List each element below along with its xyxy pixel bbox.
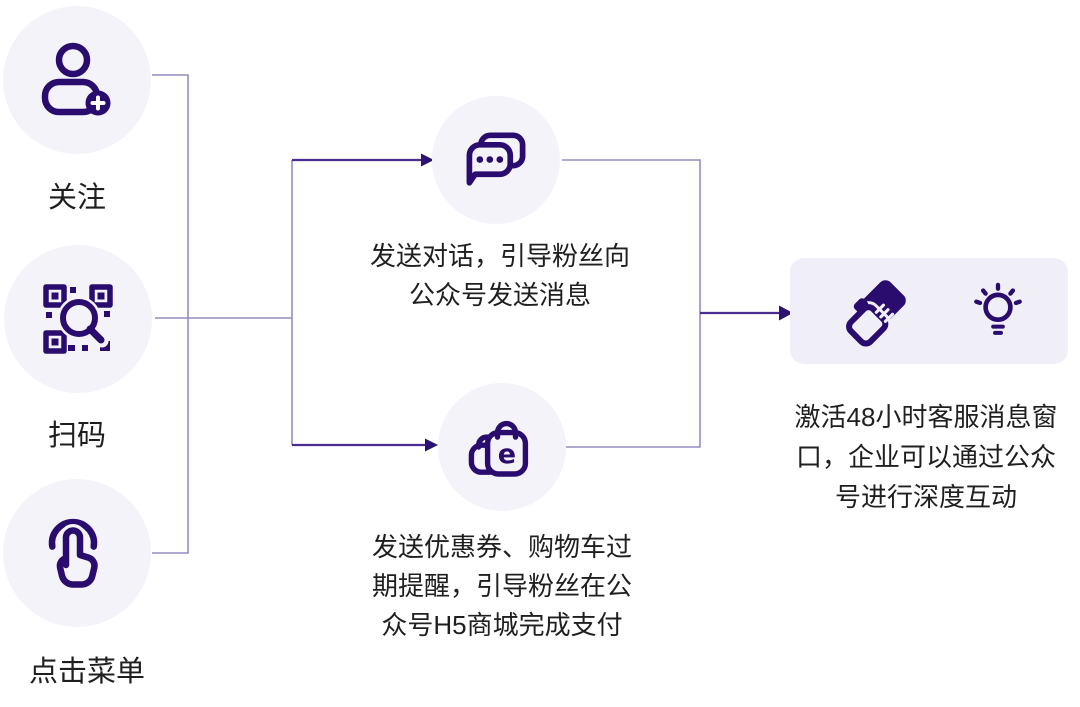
tap-icon (48, 518, 101, 592)
node-scan-label: 扫码 (47, 420, 106, 452)
result-description: 激活48小时客服消息窗 口，企业可以通过公众 号进行深度互动 (794, 402, 1058, 512)
arrow-to-panel-head (779, 305, 793, 321)
qr-scan-icon (43, 284, 113, 354)
dialog-description: 发送对话，引导粉丝向 公众号发送消息 (369, 241, 630, 310)
result-panel (790, 258, 1068, 364)
node-send-dialog (432, 96, 560, 224)
node-send-coupon: e (438, 383, 566, 511)
shopping-bags-icon: e (468, 420, 529, 477)
user-add-icon (41, 42, 111, 116)
node-click-menu (3, 479, 151, 627)
coupon-description: 发送优惠券、购物车过 期提醒，引导粉丝在公 众号H5商城完成支付 (371, 532, 632, 640)
left-bracket-line (152, 74, 189, 554)
arrow-to-coupon-head (425, 438, 438, 452)
handshake-icon (843, 280, 906, 350)
arrow-to-dialog-head (421, 153, 434, 167)
bag-letter: e (498, 439, 516, 470)
lightbulb-icon (974, 282, 1022, 335)
chat-bubbles-icon (466, 132, 526, 186)
node-click-menu-label: 点击菜单 (28, 656, 145, 688)
right-bracket-line (562, 159, 701, 448)
node-follow-label: 关注 (47, 182, 106, 214)
node-follow (3, 6, 151, 154)
node-scan (4, 245, 152, 393)
